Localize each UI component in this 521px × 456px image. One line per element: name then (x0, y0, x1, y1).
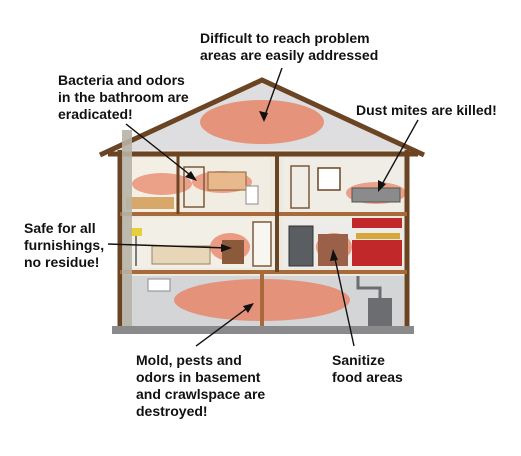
leader-line-bathroom (125, 123, 195, 179)
leader-arrow-food (330, 249, 338, 261)
leader-arrow-bathroom (185, 171, 197, 181)
callout-bathroom: Bacteria and odors in the bathroom are e… (58, 72, 189, 123)
callout-basement: Mold, pests and odors in basement and cr… (136, 352, 265, 420)
callout-bathroom-line-1: Bacteria and odors (58, 72, 185, 88)
leader-line-food (333, 253, 355, 347)
callout-food: Sanitize food areas (332, 352, 403, 386)
water-heater (368, 298, 392, 326)
callout-basement-line-4: destroyed! (136, 403, 208, 419)
kitchen-cabinets-lower (352, 240, 402, 266)
leader-arrow-dustmites (378, 180, 386, 192)
callout-food-line-1: Sanitize (332, 352, 385, 368)
refrigerator (288, 225, 314, 267)
sofa (151, 245, 211, 265)
callout-basement-line-2: odors in basement (136, 369, 261, 385)
bathroom-door (183, 166, 205, 208)
leader-arrow-furnish (221, 244, 232, 252)
leader-line-basement (195, 305, 251, 347)
leader-line-dustmites (379, 119, 419, 189)
callout-dustmites: Dust mites are killed! (356, 102, 497, 119)
leader-arrow-top (259, 111, 268, 122)
callout-basement-line-1: Mold, pests and (136, 352, 242, 368)
callout-top-line-2: areas are easily addressed (200, 47, 379, 63)
chimney (122, 130, 132, 330)
callout-furnishings-line-1: Safe for all (24, 220, 96, 236)
heater-pipe (356, 276, 382, 298)
attic-heat-glow (200, 100, 324, 144)
callout-bathroom-line-3: eradicated! (58, 106, 133, 122)
tv-cabinet (222, 240, 244, 264)
counter-items (356, 233, 400, 239)
callout-top: Difficult to reach problem areas are eas… (200, 30, 378, 64)
callout-dustmites-line-1: Dust mites are killed! (356, 102, 497, 118)
foundation-slab (112, 326, 414, 334)
callout-furnishings: Safe for all furnishings, no residue! (24, 220, 104, 271)
callout-furnishings-line-2: furnishings, (24, 237, 105, 253)
living-door (252, 221, 272, 267)
leader-line-top (263, 67, 283, 119)
toilet (245, 185, 259, 205)
callout-furnishings-line-3: no residue! (24, 254, 100, 270)
bedroom-door (290, 165, 310, 209)
vanity (207, 171, 247, 191)
window-upper-right (317, 167, 341, 191)
callout-bathroom-line-2: in the bathroom are (58, 89, 189, 105)
leader-line-furnish (107, 243, 229, 249)
bed-left (126, 197, 174, 209)
basement-window (147, 278, 171, 292)
leader-arrow-basement (243, 303, 254, 313)
callout-food-line-2: food areas (332, 369, 403, 385)
roof-outline (98, 77, 426, 158)
bedroom-heat-glow (132, 173, 192, 195)
callout-basement-line-3: and crawlspace are (136, 386, 266, 402)
bed-right (351, 187, 401, 203)
kitchen-cabinets-upper (352, 218, 402, 228)
callout-top-line-1: Difficult to reach problem (200, 30, 370, 46)
lamp-shade (130, 228, 142, 236)
